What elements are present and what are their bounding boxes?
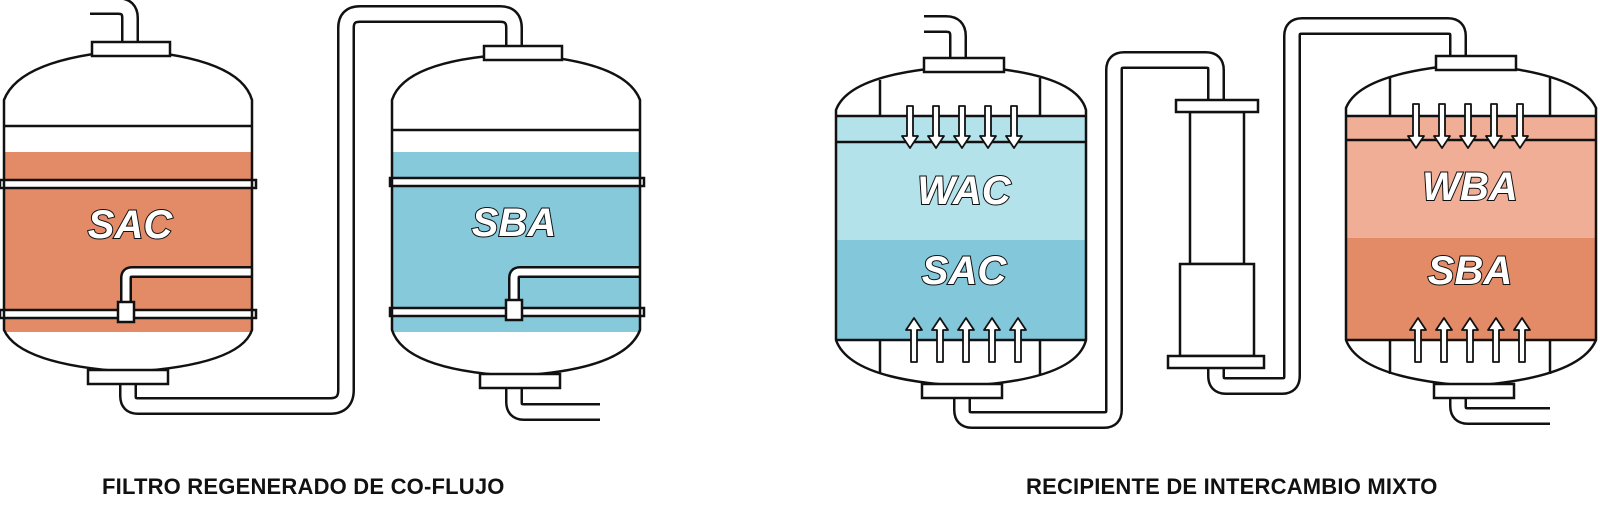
- arrow-up-icon: [1435, 317, 1453, 363]
- bottom-flange: [920, 382, 1004, 400]
- arrow-up-icon: [1513, 317, 1531, 363]
- arrow-down-icon: [901, 105, 919, 149]
- arrow-down-icon: [1459, 103, 1477, 149]
- top-flange: [1434, 54, 1518, 72]
- bottom-flange: [86, 368, 170, 386]
- arrow-down-icon: [1511, 103, 1529, 149]
- middle-column: [1166, 98, 1266, 370]
- vessel-label: SBA: [472, 201, 556, 245]
- pipes-left: [90, 0, 600, 421]
- column-top-cap: [1174, 98, 1260, 114]
- layer-label-bottom: SAC: [922, 249, 1008, 293]
- flow-arrows-down: [901, 105, 1023, 149]
- flow-arrows-up: [905, 317, 1027, 363]
- layer-label-top: WAC: [917, 169, 1011, 213]
- vessel-outline: [834, 64, 1088, 388]
- arrow-down-icon: [1005, 105, 1023, 149]
- arrow-up-icon: [905, 317, 923, 363]
- arrow-up-icon: [1009, 317, 1027, 363]
- vessel-label: SAC: [88, 203, 174, 247]
- caption-mixed-exchange-vessel: RECIPIENTE DE INTERCAMBIO MIXTO: [1026, 474, 1438, 499]
- arrow-up-icon: [957, 317, 975, 363]
- vessel-wac-sac: WAC SAC: [834, 56, 1088, 400]
- caption-co-flow-filter: FILTRO REGENERADO DE CO-FLUJO: [102, 474, 505, 499]
- arrow-up-icon: [931, 317, 949, 363]
- bottom-flange: [1432, 382, 1516, 400]
- vessel-sac-left: SAC: [0, 40, 258, 386]
- top-flange: [922, 56, 1006, 74]
- arrow-down-icon: [927, 105, 945, 149]
- arrow-up-icon: [1409, 317, 1427, 363]
- vessel-outline: [1344, 62, 1598, 388]
- arrow-down-icon: [979, 105, 997, 149]
- arrow-up-icon: [1487, 317, 1505, 363]
- arrow-up-icon: [1461, 317, 1479, 363]
- column-lower: [1178, 262, 1256, 358]
- arrow-down-icon: [1433, 103, 1451, 149]
- collector-box: [116, 300, 136, 324]
- collector-box: [504, 298, 524, 322]
- bottom-flange: [478, 372, 562, 390]
- layer-label-bottom: SBA: [1428, 249, 1512, 293]
- distributor-top: [0, 178, 258, 190]
- vessel-outline: [390, 52, 642, 378]
- column-upper: [1188, 110, 1246, 266]
- pipes-right: [924, 15, 1550, 429]
- arrow-down-icon: [1407, 103, 1425, 149]
- top-flange: [482, 44, 564, 62]
- layer-bottom: [836, 240, 1086, 340]
- vessel-sba-left: SBA: [388, 44, 646, 390]
- arrow-down-icon: [1485, 103, 1503, 149]
- top-flange: [90, 40, 172, 58]
- flow-arrows-up: [1409, 317, 1531, 363]
- vessel-wba-sba: WBA SBA: [1344, 54, 1598, 400]
- layer-label-top: WBA: [1422, 165, 1518, 209]
- flow-arrows-down: [1407, 103, 1529, 149]
- column-bottom-cap: [1166, 354, 1266, 370]
- arrow-down-icon: [953, 105, 971, 149]
- vessel-outline: [2, 48, 254, 374]
- distributor-top: [388, 176, 646, 188]
- arrow-up-icon: [983, 317, 1001, 363]
